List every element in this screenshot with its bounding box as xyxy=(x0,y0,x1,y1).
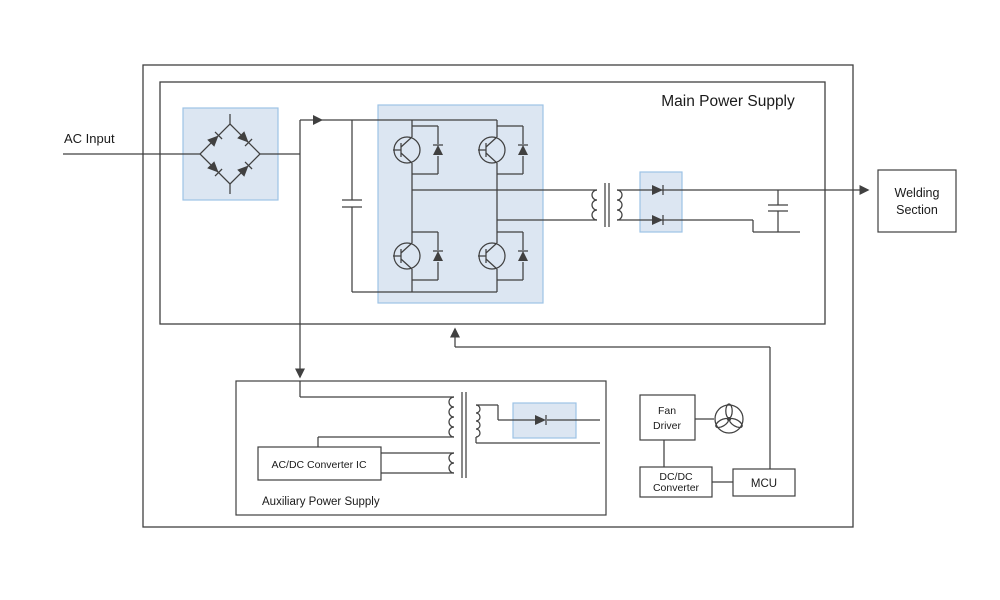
dcdc-converter-box xyxy=(639,466,713,498)
acdc-converter-ic-label: AC/DC Converter IC xyxy=(271,459,367,471)
circuit-wiring xyxy=(63,115,870,483)
main-power-supply-box xyxy=(159,81,826,325)
bus-capacitor-icon xyxy=(342,120,362,292)
main-transformer-icon xyxy=(591,183,623,227)
main-power-supply-title: Main Power Supply xyxy=(661,93,795,110)
welding-section-label: Section xyxy=(896,203,938,217)
system-boundary-box xyxy=(142,64,854,528)
mcu-box xyxy=(732,468,796,497)
dcdc-converter-label: Converter xyxy=(653,482,700,494)
output-rectifier-box xyxy=(639,171,683,233)
mcu-label: MCU xyxy=(751,478,777,490)
fan-driver-box xyxy=(639,394,696,441)
fan-driver-label: Fan xyxy=(658,405,676,417)
fan-driver-label: Driver xyxy=(653,420,682,432)
bridge-rectifier-icon xyxy=(199,114,261,194)
dcdc-converter-label: DC/DC xyxy=(659,471,693,483)
fan-icon xyxy=(714,403,744,434)
welding-section-label: Welding xyxy=(895,186,940,200)
inverter-box xyxy=(377,104,544,304)
acdc-converter-ic-box xyxy=(257,446,382,481)
ac-input-label: AC Input xyxy=(64,131,115,146)
output-capacitor-icon xyxy=(768,190,788,232)
aux-transformer-icon xyxy=(448,392,481,478)
welding-section-box xyxy=(877,169,957,233)
flow-arrow-icon xyxy=(313,115,323,125)
auxiliary-power-supply-title: Auxiliary Power Supply xyxy=(262,496,380,508)
